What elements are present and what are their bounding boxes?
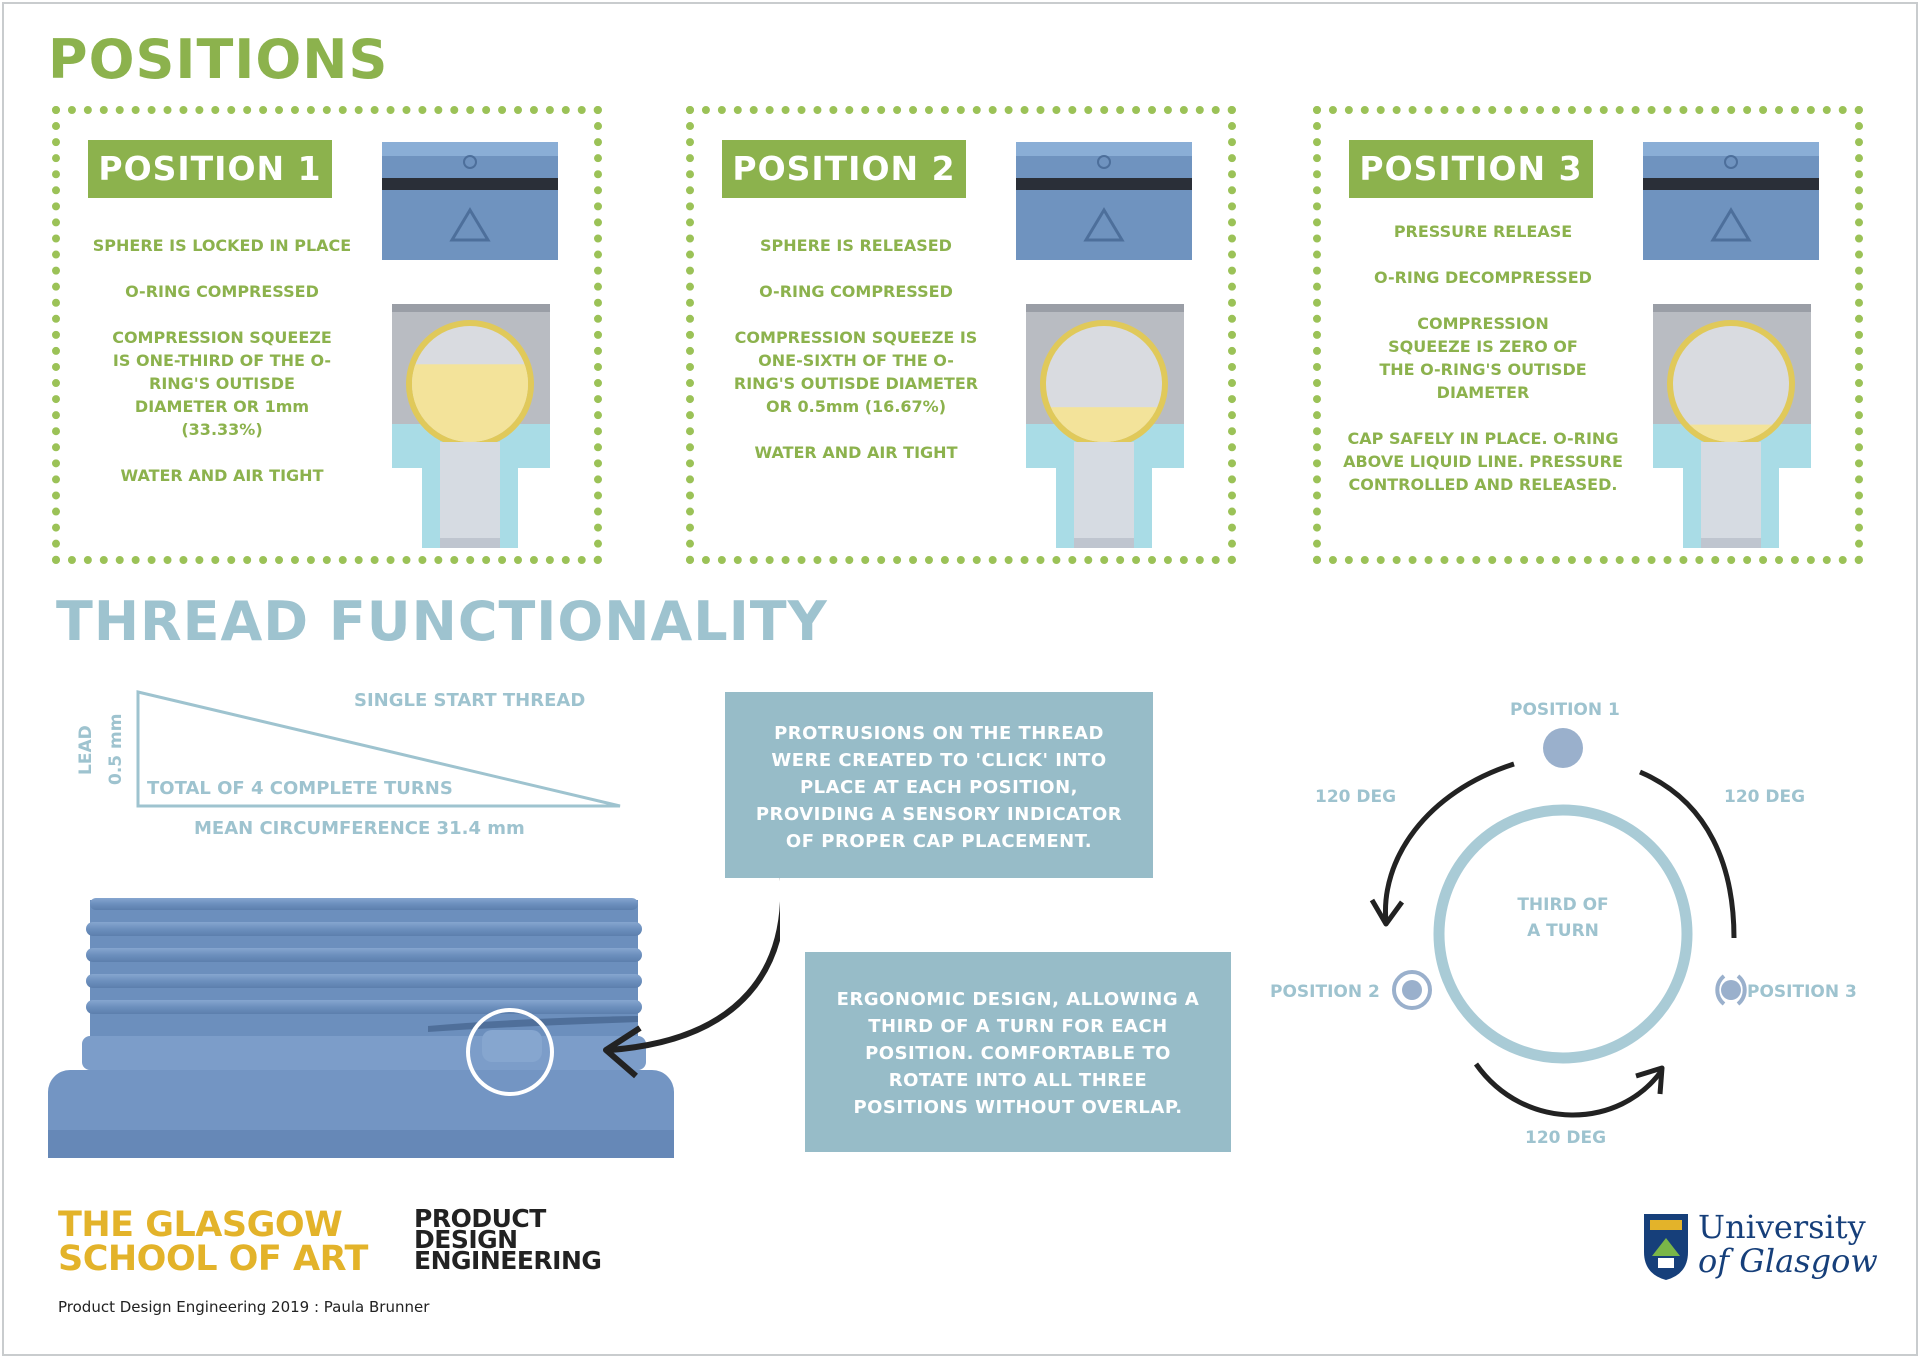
panel-position-3: POSITION 3 PRESSURE RELEASE O-RING DECOM… (1313, 106, 1863, 564)
cycle-center-line-2: A TURN (1527, 921, 1599, 941)
gsa-line-1: THE GLASGOW (58, 1205, 343, 1245)
position-1-description: SPHERE IS LOCKED IN PLACE O-RING COMPRES… (72, 234, 372, 510)
panel-position-1: POSITION 1 SPHERE IS LOCKED IN PLACE O-R… (52, 106, 602, 564)
position-1-line-2: O-RING COMPRESSED (125, 282, 319, 301)
callout-arrow (603, 867, 780, 1079)
position-1-cap-illustration (382, 142, 558, 548)
product-design-engineering-logo: PRODUCT DESIGN ENGINEERING (414, 1204, 602, 1275)
pde-line-2: DESIGN (414, 1225, 518, 1254)
position-2-line-1: SPHERE IS RELEASED (760, 236, 952, 255)
glasgow-school-of-art-logo: THE GLASGOW SCHOOL OF ART (58, 1205, 368, 1279)
position-3-cap-illustration (1643, 142, 1819, 548)
thread-lead-triangle (136, 690, 621, 808)
protrusions-info-box: PROTRUSIONS ON THE THREAD WERE CREATED T… (725, 692, 1153, 878)
heading-positions: POSITIONS (48, 28, 389, 91)
ergonomic-info-box: ERGONOMIC DESIGN, ALLOWING A THIRD OF A … (805, 952, 1231, 1152)
position-1-line-1: SPHERE IS LOCKED IN PLACE (92, 236, 352, 255)
position-3-line-2: O-RING DECOMPRESSED (1374, 268, 1592, 287)
single-start-thread-label: SINGLE START THREAD (354, 690, 586, 711)
position-1-line-3: COMPRESSION SQUEEZE IS ONE-THIRD OF THE … (112, 328, 332, 439)
cycle-deg-left: 120 DEG (1315, 787, 1397, 807)
cycle-deg-right: 120 DEG (1724, 787, 1806, 807)
thread-render (48, 898, 674, 1158)
cycle-position-1-label: POSITION 1 (1510, 700, 1620, 720)
pde-line-3: ENGINEERING (414, 1246, 602, 1275)
cycle-deg-bottom: 120 DEG (1525, 1128, 1607, 1148)
cycle-position-2-label: POSITION 2 (1270, 982, 1380, 1002)
position-2-description: SPHERE IS RELEASED O-RING COMPRESSED COM… (706, 234, 1006, 487)
position-2-cap-illustration (1016, 142, 1192, 548)
total-turns-label: TOTAL OF 4 COMPLETE TURNS (147, 778, 453, 799)
position-1-line-4: WATER AND AIR TIGHT (120, 466, 324, 485)
position-3-line-4: CAP SAFELY IN PLACE. O-RING ABOVE LIQUID… (1343, 429, 1623, 494)
lead-label: LEAD (76, 725, 96, 775)
position-3-title: POSITION 3 (1349, 140, 1593, 198)
position-3-line-3: COMPRESSION SQUEEZE IS ZERO OF THE O-RIN… (1379, 314, 1587, 402)
cycle-position-3-label: POSITION 3 (1747, 982, 1857, 1002)
mean-circumference-label: MEAN CIRCUMFERENCE 31.4 mm (194, 818, 525, 839)
position-2-line-4: WATER AND AIR TIGHT (754, 443, 958, 462)
position-2-line-3: COMPRESSION SQUEEZE IS ONE-SIXTH OF THE … (733, 328, 979, 416)
rotation-cycle-diagram (1369, 728, 1747, 1118)
uog-line-2: of Glasgow (1698, 1242, 1878, 1280)
gsa-line-2: SCHOOL OF ART (58, 1239, 368, 1279)
cycle-center-text: THIRD OF A TURN (1503, 892, 1623, 944)
position-3-line-1: PRESSURE RELEASE (1393, 222, 1573, 241)
position-3-description: PRESSURE RELEASE O-RING DECOMPRESSED COM… (1333, 220, 1633, 519)
position-2-marker (1392, 970, 1432, 1010)
position-1-marker (1543, 728, 1583, 768)
university-of-glasgow-logo: University of Glasgow (1698, 1210, 1878, 1278)
position-3-marker (1715, 974, 1747, 1006)
credit-line: Product Design Engineering 2019 : Paula … (58, 1298, 430, 1316)
position-2-title: POSITION 2 (722, 140, 966, 198)
position-2-line-2: O-RING COMPRESSED (759, 282, 953, 301)
heading-thread-functionality: THREAD FUNCTIONALITY (56, 590, 828, 653)
lead-value: 0.5 mm (106, 713, 126, 785)
university-crest-icon (1644, 1214, 1688, 1280)
pde-line-1: PRODUCT (414, 1204, 546, 1233)
panel-position-2: POSITION 2 SPHERE IS RELEASED O-RING COM… (686, 106, 1236, 564)
cycle-center-line-1: THIRD OF (1517, 895, 1609, 915)
position-1-title: POSITION 1 (88, 140, 332, 198)
uog-line-1: University (1698, 1208, 1866, 1246)
